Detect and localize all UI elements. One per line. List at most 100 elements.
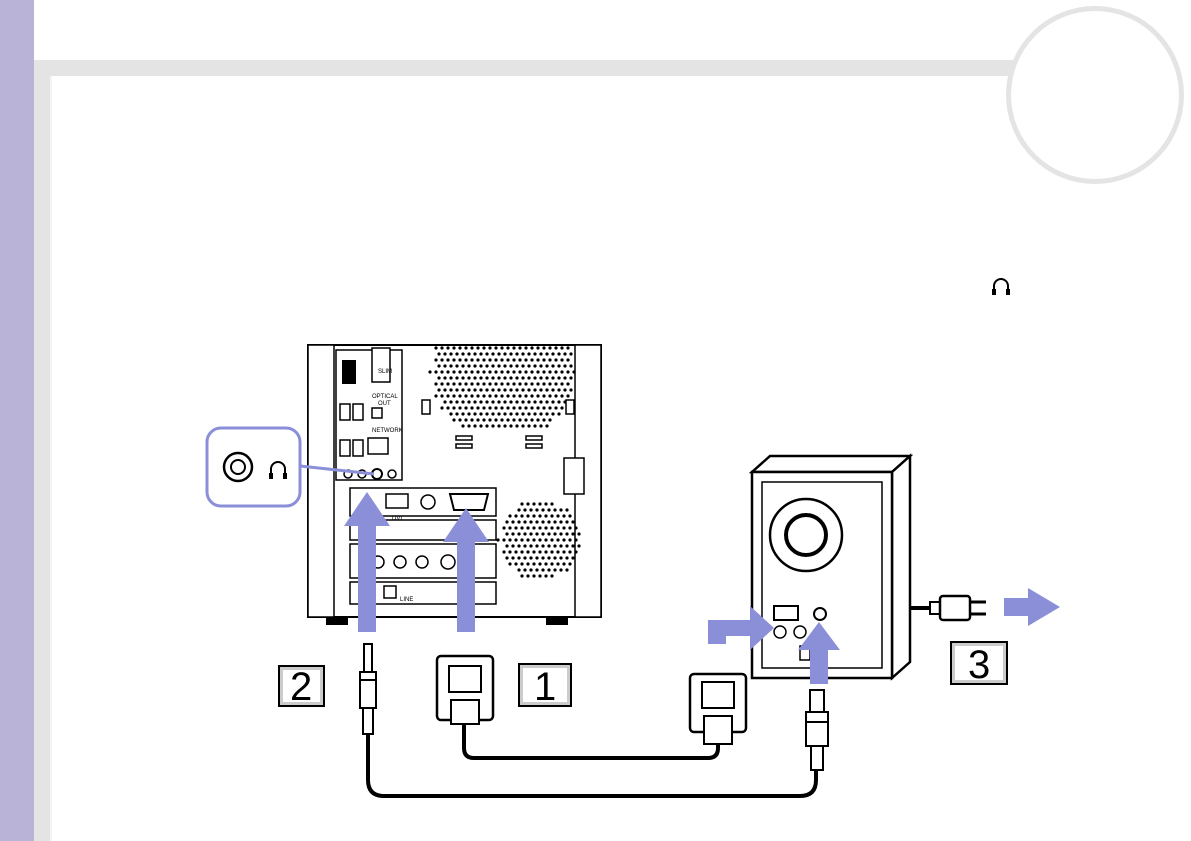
grille-hole: [559, 544, 562, 547]
grille-hole: [532, 538, 535, 541]
grille-hole: [494, 418, 497, 421]
grille-hole: [524, 418, 527, 421]
grille-hole: [458, 394, 461, 397]
grille-hole: [458, 382, 461, 385]
grille-hole: [530, 382, 533, 385]
grille-hole: [428, 370, 431, 373]
grille-hole: [562, 538, 565, 541]
grille-hole: [461, 364, 464, 367]
grille-hole: [461, 388, 464, 391]
grille-hole: [500, 370, 503, 373]
grille-hole: [532, 514, 535, 517]
grille-hole: [533, 376, 536, 379]
grille-hole: [452, 406, 455, 409]
grille-hole: [503, 400, 506, 403]
grille-hole: [517, 544, 520, 547]
grille-hole: [508, 526, 511, 529]
grille-hole: [464, 358, 467, 361]
grille-hole: [515, 388, 518, 391]
callout-box-3: 3: [951, 642, 1007, 687]
grille-hole: [529, 520, 532, 523]
grille-hole: [538, 514, 541, 517]
grille-hole: [557, 400, 560, 403]
grille-hole: [536, 370, 539, 373]
grille-hole: [491, 376, 494, 379]
grille-hole: [557, 364, 560, 367]
grille-hole: [512, 370, 515, 373]
grille-hole: [500, 394, 503, 397]
grille-hole: [533, 388, 536, 391]
grille-hole: [515, 412, 518, 415]
grille-hole: [464, 406, 467, 409]
grille-hole: [568, 562, 571, 565]
grille-hole: [565, 508, 568, 511]
grille-hole: [506, 394, 509, 397]
grille-hole: [542, 406, 545, 409]
grille-hole: [529, 568, 532, 571]
grille-hole: [479, 400, 482, 403]
arrow-power-right: [1004, 588, 1060, 626]
line-label: LINE: [400, 597, 413, 603]
grille-hole: [530, 394, 533, 397]
grille-hole: [565, 520, 568, 523]
grille-hole: [542, 418, 545, 421]
grille-hole: [473, 424, 476, 427]
grille-hole: [437, 388, 440, 391]
grille-hole: [476, 358, 479, 361]
grille-hole: [538, 526, 541, 529]
grille-hole: [479, 424, 482, 427]
grille-hole: [458, 370, 461, 373]
grille-hole: [571, 556, 574, 559]
grille-hole: [467, 376, 470, 379]
grille-hole: [547, 532, 550, 535]
grille-hole: [566, 346, 569, 349]
grille-hole: [497, 352, 500, 355]
grille-hole: [518, 406, 521, 409]
grille-hole: [536, 346, 539, 349]
grille-hole: [485, 424, 488, 427]
grille-hole: [470, 346, 473, 349]
grille-hole: [479, 412, 482, 415]
grille-hole: [548, 346, 551, 349]
grille-hole: [467, 388, 470, 391]
grille-hole: [476, 382, 479, 385]
grille-hole: [443, 376, 446, 379]
grille-hole: [449, 400, 452, 403]
grille-hole: [434, 370, 437, 373]
grille-hole: [568, 526, 571, 529]
grille-hole: [565, 532, 568, 535]
grille-hole: [541, 568, 544, 571]
grille-hole: [541, 508, 544, 511]
grille-hole: [437, 352, 440, 355]
grille-hole: [440, 358, 443, 361]
grille-hole: [563, 388, 566, 391]
grille-hole: [530, 370, 533, 373]
grille-hole: [560, 394, 563, 397]
grille-hole: [526, 562, 529, 565]
vga-plug-speaker: [690, 674, 746, 744]
grille-hole: [536, 358, 539, 361]
grille-hole: [508, 514, 511, 517]
grille-hole: [464, 370, 467, 373]
grille-hole: [455, 376, 458, 379]
grille-hole: [544, 538, 547, 541]
grille-hole: [511, 520, 514, 523]
grille-hole: [532, 574, 535, 577]
grille-hole: [461, 352, 464, 355]
grille-hole: [452, 370, 455, 373]
grille-hole: [470, 418, 473, 421]
grille-hole: [458, 406, 461, 409]
svg-text:OUT: OUT: [378, 401, 391, 407]
grille-hole: [545, 376, 548, 379]
grille-hole: [548, 394, 551, 397]
grille-hole: [509, 424, 512, 427]
grille-hole: [560, 382, 563, 385]
grille-hole: [571, 544, 574, 547]
grille-hole: [533, 364, 536, 367]
grille-hole: [548, 382, 551, 385]
grille-hole: [562, 526, 565, 529]
grille-hole: [482, 370, 485, 373]
grille-hole: [506, 418, 509, 421]
grille-hole: [521, 364, 524, 367]
grille-hole: [539, 400, 542, 403]
